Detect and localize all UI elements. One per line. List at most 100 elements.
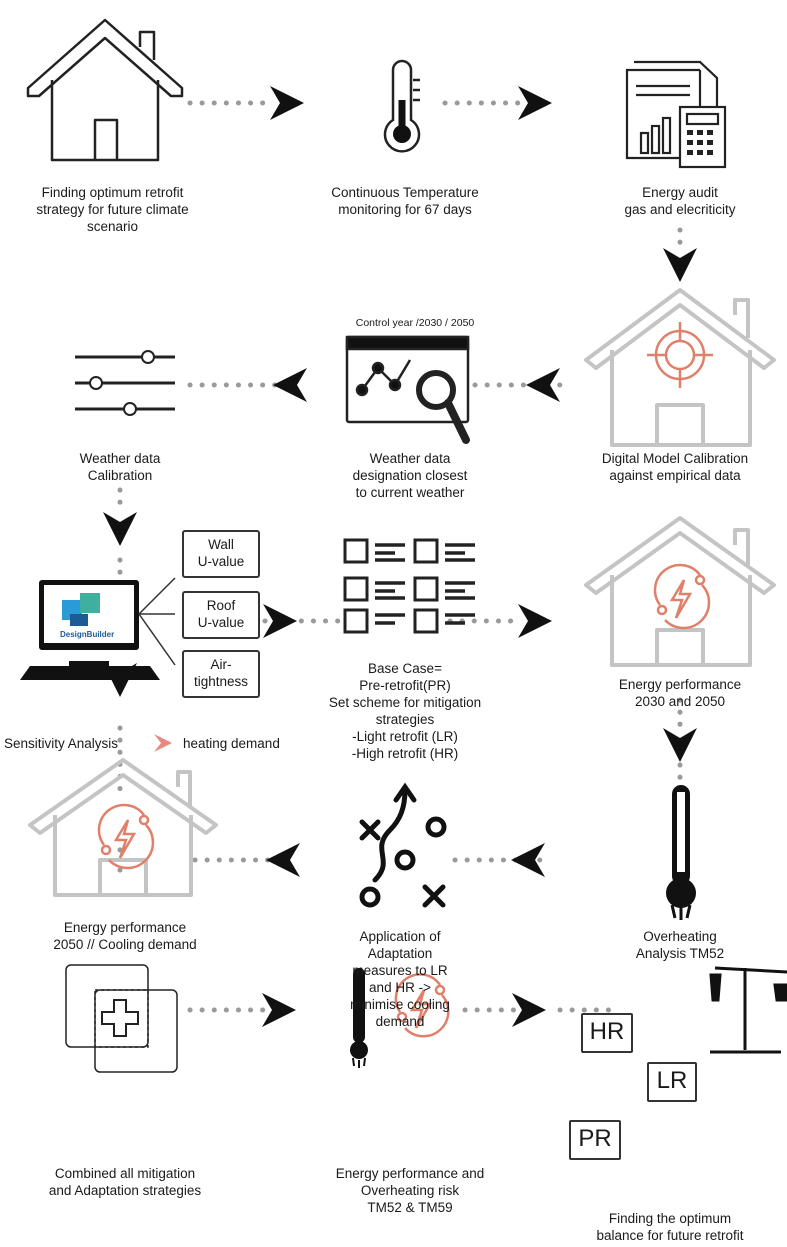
strategy-icon (359, 782, 447, 908)
caption-line: 2030 and 2050 (634, 694, 726, 709)
step-caption: Finding optimum retrofit strategy for fu… (10, 184, 215, 235)
caption-line: Application of (359, 929, 441, 944)
box-line: Wall (208, 537, 234, 552)
arrow-left-icon (266, 843, 300, 877)
step-caption: Weather data Calibration (40, 450, 200, 484)
thermometer-icon (350, 968, 368, 1068)
caption-line: against empirical data (609, 468, 741, 483)
arrow-right-icon (512, 993, 546, 1027)
tag-lr: LR (647, 1062, 697, 1102)
energy-audit-icon (625, 60, 727, 169)
balance-scale-icon (709, 966, 787, 1054)
caption-line: strategies (375, 712, 435, 727)
caption-line: balance for future retrofit (596, 1228, 744, 1243)
chart-window-title: Control year /2030 / 2050 (355, 317, 475, 329)
caption-line: strategy for future climate (36, 202, 189, 217)
caption-line: Combined all mitigation (54, 1166, 196, 1181)
caption-line: Continuous Temperature (331, 185, 479, 200)
step-caption: Finding the optimum balance for future r… (565, 1210, 775, 1244)
caption-line: gas and elecriticity (624, 202, 736, 217)
caption-line: Weather data (369, 451, 451, 466)
step-caption: Base Case= Pre-retrofit(PR) Set scheme f… (315, 660, 495, 762)
arrow-down-icon (663, 728, 697, 762)
combined-strategies-icon (65, 964, 178, 1073)
computer-icon (20, 577, 176, 680)
caption-line: Adaptation (367, 946, 433, 961)
caption-line: Finding optimum retrofit (41, 185, 184, 200)
roof-u-value-box: Roof U-value (182, 591, 260, 639)
caption-line: Base Case= (368, 661, 442, 676)
step-caption: Digital Model Calibration against empiri… (570, 450, 780, 484)
box-line: Air- (210, 657, 232, 672)
tag-hr: HR (581, 1013, 633, 1053)
arrow-left-icon (273, 368, 307, 402)
caption-line: Finding the optimum (608, 1211, 732, 1226)
arrow-left-icon (526, 368, 560, 402)
arrow-right-icon (270, 86, 304, 120)
step-caption: Continuous Temperature monitoring for 67… (305, 184, 505, 218)
arrow-right-icon (518, 86, 552, 120)
caption-line: monitoring for 67 days (338, 202, 472, 217)
caption-line: Overheating risk (360, 1183, 460, 1198)
caption-line: and HR -> (369, 980, 431, 995)
thermometer-icon (383, 59, 421, 153)
step-caption: Energy performance 2050 // Cooling deman… (25, 919, 225, 953)
caption-line: designation closest (352, 468, 468, 483)
arrow-right-icon (518, 604, 552, 638)
weather-chart-icon (345, 335, 470, 444)
box-line: Roof (206, 598, 236, 613)
lightning-icon (653, 563, 711, 630)
caption-line: -Light retrofit (LR) (352, 729, 458, 744)
caption-line: demand (375, 1014, 425, 1029)
caption-line: Set scheme for mitigation (328, 695, 482, 710)
step-caption: Weather data designation closest to curr… (320, 450, 500, 501)
caption-line: Energy performance and (335, 1166, 485, 1181)
tag-pr: PR (569, 1120, 621, 1160)
caption-line: Calibration (87, 468, 153, 483)
sliders-icon (75, 350, 175, 416)
caption-line: Weather data (79, 451, 161, 466)
caption-line: -High retrofit (HR) (351, 746, 459, 761)
sensitivity-label: Sensitivity Analysis (4, 736, 119, 751)
caption-line: and Adaptation strategies (48, 1183, 202, 1198)
caption-line: measures to LR (352, 963, 448, 978)
chevron-right-icon (154, 734, 172, 752)
lightning-icon (394, 973, 450, 1038)
heating-demand-label: heating demand (183, 736, 280, 751)
house-energy-icon (584, 516, 776, 667)
checklist-icon (343, 538, 475, 634)
caption-line: minimise cooling (350, 997, 450, 1012)
designbuilder-logo: DesignBuilder (60, 630, 115, 639)
step-caption: Energy performance and Overheating risk … (305, 1165, 515, 1216)
airtightness-box: Air- tightness (182, 650, 260, 698)
step-caption: Energy performance 2030 and 2050 (580, 676, 780, 710)
step-caption: Overheating Analysis TM52 (600, 928, 760, 962)
caption-line: Digital Model Calibration (601, 451, 749, 466)
lightning-icon (97, 803, 155, 870)
caption-line: Energy performance (618, 677, 742, 692)
caption-line: Energy audit (642, 185, 718, 200)
step-caption: Application of Adaptation measures to LR… (330, 928, 470, 1030)
arrow-right-icon (262, 993, 296, 1027)
house-energy-icon (28, 758, 218, 897)
caption-line: Pre-retrofit(PR) (359, 678, 451, 693)
step-caption: Energy audit gas and elecriticity (580, 184, 780, 218)
house-target-icon (584, 288, 776, 447)
arrow-down-icon (663, 248, 697, 282)
caption-line: 2050 // Cooling demand (53, 937, 197, 952)
box-line: U-value (197, 554, 245, 569)
caption-line: to current weather (355, 485, 465, 500)
target-icon (647, 322, 713, 388)
box-line: tightness (193, 674, 249, 689)
caption-line: Overheating (643, 929, 717, 944)
caption-line: Analysis TM52 (635, 946, 725, 961)
caption-line: scenario (86, 219, 139, 234)
wall-u-value-box: Wall U-value (182, 530, 260, 578)
caption-line: Energy performance (63, 920, 187, 935)
arrow-down-icon (103, 512, 137, 546)
thermometer-icon (666, 785, 696, 920)
house-icon (26, 18, 184, 162)
caption-line: TM52 & TM59 (367, 1200, 453, 1215)
step-caption: Combined all mitigation and Adaptation s… (20, 1165, 230, 1199)
